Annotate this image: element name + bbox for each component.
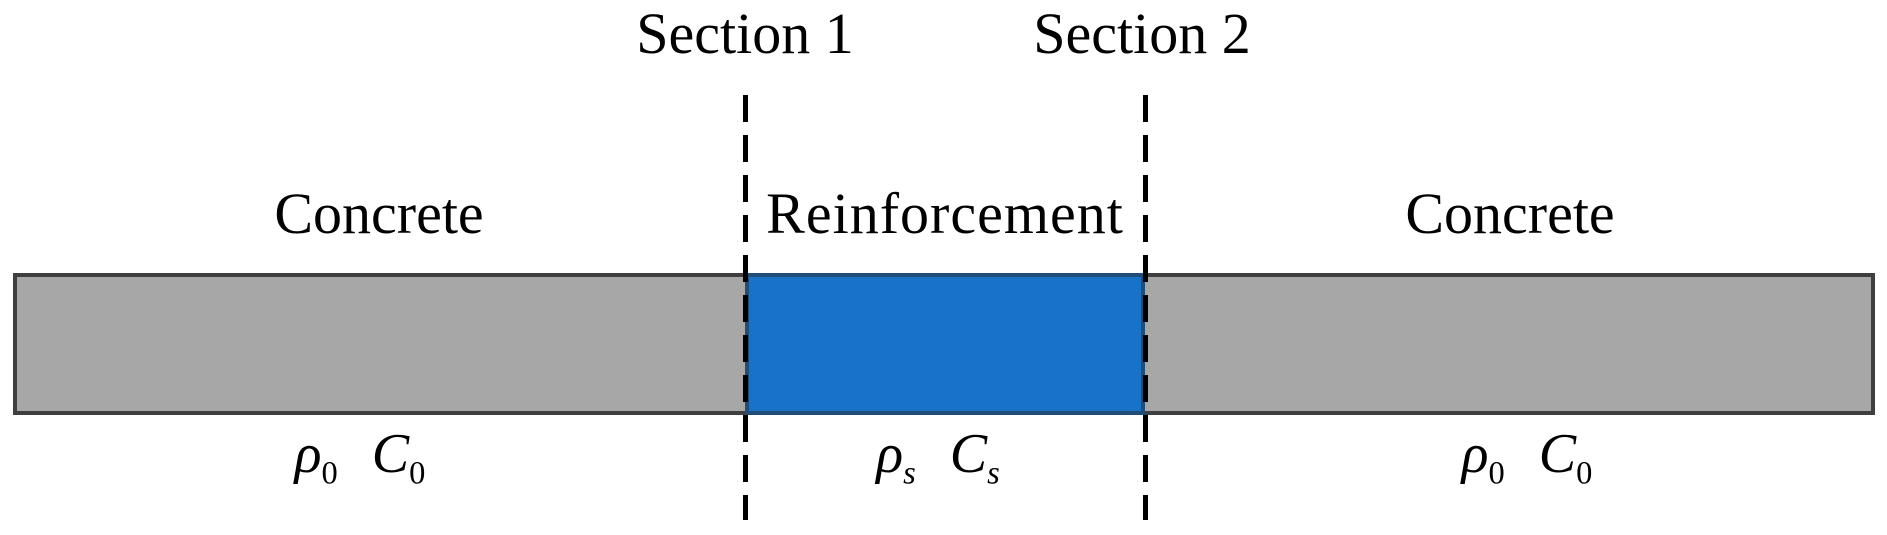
heat-capacity-symbol: C <box>371 423 410 485</box>
concrete-left-label: Concrete <box>274 181 484 246</box>
rho-subscript: 0 <box>321 455 338 492</box>
heat-capacity-subscript: 0 <box>1576 455 1593 492</box>
heat-capacity-symbol: C <box>949 423 988 485</box>
reinforcement-block <box>745 273 1145 415</box>
section1-label: Section 1 <box>636 1 854 66</box>
rho-symbol: ρ <box>876 423 904 485</box>
section2-dashed-line <box>1143 95 1148 520</box>
heat-capacity-symbol: C <box>1538 423 1577 485</box>
rho-subscript: 0 <box>1488 455 1505 492</box>
heat-capacity-subscript: 0 <box>409 455 426 492</box>
rho-symbol: ρ <box>294 423 322 485</box>
reinforcement-label: Reinforcement <box>766 181 1124 246</box>
concrete-right-label: Concrete <box>1405 181 1615 246</box>
heat-capacity-subscript: s <box>987 455 1000 492</box>
rho-symbol: ρ <box>1461 423 1489 485</box>
rho-subscript: s <box>903 455 916 492</box>
section2-label: Section 2 <box>1033 1 1251 66</box>
section1-dashed-line <box>743 95 748 520</box>
